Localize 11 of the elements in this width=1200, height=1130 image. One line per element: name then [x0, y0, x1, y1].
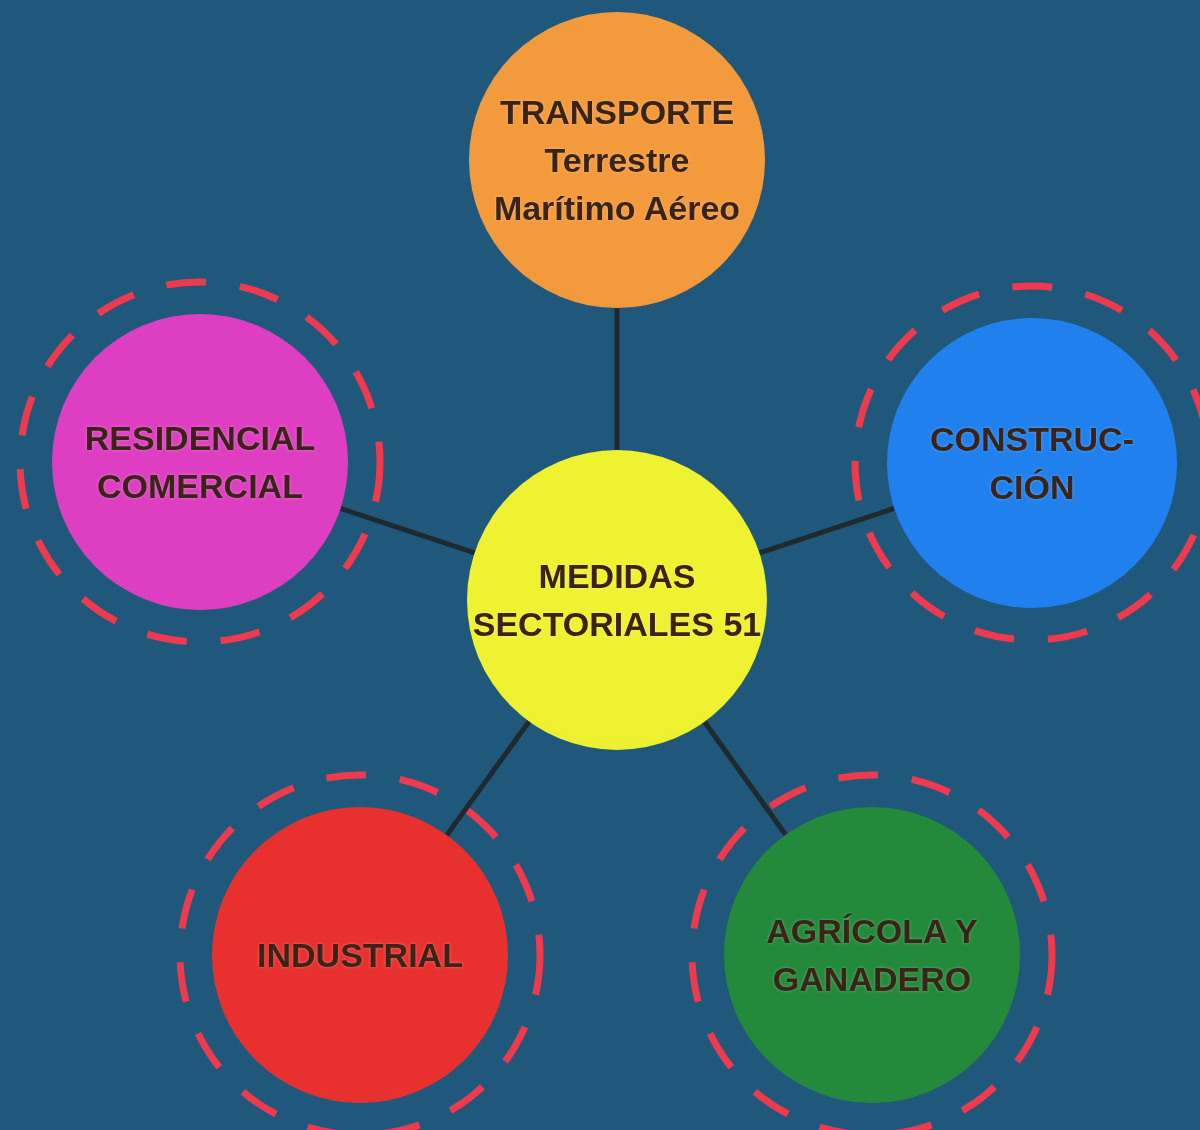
node-title: AGRÍCOLA Y GANADERO — [765, 911, 979, 1000]
connector-line — [758, 506, 896, 556]
node-title: TRANSPORTE — [499, 92, 735, 133]
node-title: CONSTRUC- CIÓN — [929, 419, 1135, 508]
node-title: RESIDENCIAL COMERCIAL — [83, 418, 317, 507]
connector-line — [444, 720, 532, 837]
connector-line — [339, 506, 476, 556]
node-subtitle: Terrestre Marítimo Aéreo — [492, 140, 742, 229]
node-title: INDUSTRIAL — [257, 935, 463, 976]
node-title: MEDIDAS SECTORIALES 51 — [472, 556, 762, 645]
connector-line — [702, 720, 788, 837]
